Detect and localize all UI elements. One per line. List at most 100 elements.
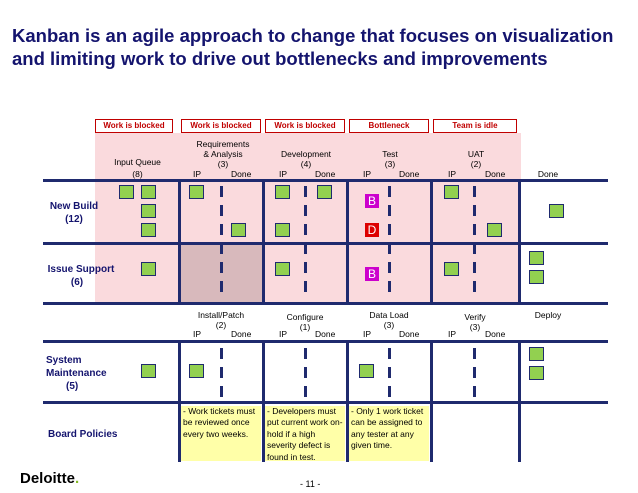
board-line-bottom-header xyxy=(43,340,608,343)
column-install-patch: Install/Patch (2) xyxy=(180,310,262,330)
col-divider-upper-5 xyxy=(518,180,521,302)
deloitte-logo: Deloitte. xyxy=(20,470,79,487)
board-line-row-1 xyxy=(43,242,608,245)
ip-done-divider-upper-4 xyxy=(473,186,476,296)
status-label-work-blocked-3: Work is blocked xyxy=(265,119,345,133)
work-card[interactable] xyxy=(529,366,544,380)
verify-done-label: Done xyxy=(485,329,506,339)
row-issue-support-name: Issue Support xyxy=(47,264,115,275)
row-label-new-build: New Build (12) xyxy=(44,200,104,226)
ip-done-divider-lower-4 xyxy=(473,348,476,400)
work-card[interactable] xyxy=(487,223,502,237)
column-requirements-name: Requirements & Analysis xyxy=(196,139,250,159)
column-uat-limit: (2) xyxy=(470,159,482,169)
column-verify-name: Verify xyxy=(464,312,486,322)
status-label-work-blocked-1: Work is blocked xyxy=(95,119,173,133)
row-label-system-maintenance: System Maintenance (5) xyxy=(46,354,118,393)
column-verify-limit: (3) xyxy=(469,322,481,332)
work-card[interactable] xyxy=(189,185,204,199)
column-configure-name: Configure xyxy=(286,312,324,322)
work-card[interactable] xyxy=(275,262,290,276)
row-issue-support-limit: (6) xyxy=(70,277,84,288)
column-install-patch-limit: (2) xyxy=(215,320,227,330)
work-card[interactable] xyxy=(141,262,156,276)
ip-done-divider-lower-1 xyxy=(220,348,223,400)
row-system-maintenance-limit: (5) xyxy=(66,381,79,392)
column-verify: Verify (3) xyxy=(432,312,518,332)
work-card[interactable] xyxy=(275,223,290,237)
col-divider-upper-4 xyxy=(430,180,433,302)
ip-done-divider-upper-2 xyxy=(304,186,307,296)
install-done-label: Done xyxy=(231,329,252,339)
policy-requirements: - Work tickets must be reviewed once eve… xyxy=(181,406,261,461)
work-card[interactable] xyxy=(529,347,544,361)
work-card[interactable] xyxy=(141,185,156,199)
req-done-label: Done xyxy=(231,169,252,179)
work-card[interactable] xyxy=(317,185,332,199)
column-configure: Configure (1) xyxy=(264,312,346,332)
policy-test: - Only 1 work ticket can be assigned to … xyxy=(349,406,429,461)
blocked-badge: B xyxy=(365,194,379,208)
deloitte-logo-text: Deloitte xyxy=(20,470,76,487)
column-requirements: Requirements & Analysis (3) xyxy=(184,139,262,169)
column-input-queue-limit: (8) xyxy=(132,169,143,179)
column-configure-limit: (1) xyxy=(299,322,311,332)
work-card[interactable] xyxy=(141,364,156,378)
uat-done-label: Done xyxy=(485,169,506,179)
work-card[interactable] xyxy=(549,204,564,218)
ip-done-divider-upper-3 xyxy=(388,186,391,296)
col-divider-lower-3 xyxy=(346,341,349,462)
status-label-work-blocked-2: Work is blocked xyxy=(181,119,261,133)
col-divider-upper-3 xyxy=(346,180,349,302)
work-card[interactable] xyxy=(231,223,246,237)
ip-done-divider-lower-3 xyxy=(388,348,391,400)
col-divider-lower-4 xyxy=(430,341,433,462)
install-ip-label: IP xyxy=(193,329,202,339)
column-deploy: Deploy xyxy=(534,310,562,320)
column-development-name: Development xyxy=(280,149,332,159)
work-card[interactable] xyxy=(275,185,290,199)
dataload-ip-label: IP xyxy=(363,329,372,339)
work-card[interactable] xyxy=(141,204,156,218)
column-development-limit: (4) xyxy=(300,159,312,169)
column-install-patch-name: Install/Patch xyxy=(197,310,245,320)
verify-ip-label: IP xyxy=(448,329,457,339)
board-line-header xyxy=(43,179,608,182)
ip-done-divider-lower-2 xyxy=(304,348,307,400)
uat-ip-label: IP xyxy=(448,169,457,179)
work-card[interactable] xyxy=(141,223,156,237)
row-label-issue-support: Issue Support (6) xyxy=(44,263,118,289)
work-card[interactable] xyxy=(359,364,374,378)
col-divider-lower-1 xyxy=(178,341,181,462)
test-done-label: Done xyxy=(399,169,420,179)
work-card[interactable] xyxy=(444,262,459,276)
work-card[interactable] xyxy=(119,185,134,199)
column-input-queue: Input Queue (8) xyxy=(100,157,175,179)
board-line-row-2 xyxy=(43,302,608,305)
work-card[interactable] xyxy=(529,270,544,284)
col-divider-upper-2 xyxy=(262,180,265,302)
row-new-build-name: New Build xyxy=(49,201,99,212)
req-ip-label: IP xyxy=(193,169,202,179)
status-label-team-idle: Team is idle xyxy=(433,119,517,133)
defect-badge: D xyxy=(365,223,379,237)
column-uat: UAT (2) xyxy=(434,149,518,169)
work-card[interactable] xyxy=(529,251,544,265)
column-data-load: Data Load (3) xyxy=(348,310,430,330)
work-card[interactable] xyxy=(189,364,204,378)
column-requirements-limit: (3) xyxy=(217,159,229,169)
policy-development: - Developers must put current work on-ho… xyxy=(265,406,345,462)
column-data-load-name: Data Load xyxy=(369,310,409,320)
test-ip-label: IP xyxy=(363,169,372,179)
column-input-queue-name: Input Queue xyxy=(114,157,161,167)
column-uat-name: UAT xyxy=(467,149,485,159)
col-divider-lower-2 xyxy=(262,341,265,462)
col-divider-upper-1 xyxy=(178,180,181,302)
column-development: Development (4) xyxy=(266,149,346,169)
column-test-limit: (3) xyxy=(384,159,396,169)
row-label-board-policies: Board Policies xyxy=(48,429,118,440)
dataload-done-label: Done xyxy=(399,329,420,339)
work-card[interactable] xyxy=(444,185,459,199)
dev-ip-label: IP xyxy=(279,169,288,179)
page-title: Kanban is an agile approach to change th… xyxy=(12,25,614,69)
